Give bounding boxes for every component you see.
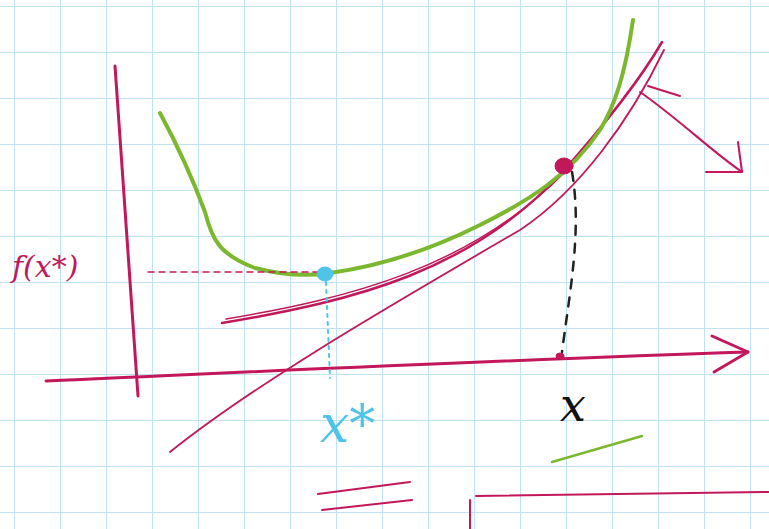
underline [552,436,642,462]
axis-point [556,353,564,359]
underline [318,482,410,494]
level-guide [148,271,318,273]
underline [322,500,412,510]
direction-arrow [648,86,680,96]
point-label: x [560,382,586,428]
direction-arrow [640,92,742,172]
value-label: f(x*) [12,252,78,282]
direction-arrowhead [706,142,742,172]
x-axis [46,352,748,381]
curve-point [555,158,573,174]
minimum-point [317,267,333,281]
convex-curve [160,20,633,275]
min-guide [326,282,330,378]
tangent-line [226,172,565,319]
point-label: x* [320,398,375,450]
tangent-line [222,42,662,323]
x-guide [562,172,576,352]
x-axis-arrowhead [712,336,748,372]
underline [470,492,769,529]
y-axis [115,66,138,396]
